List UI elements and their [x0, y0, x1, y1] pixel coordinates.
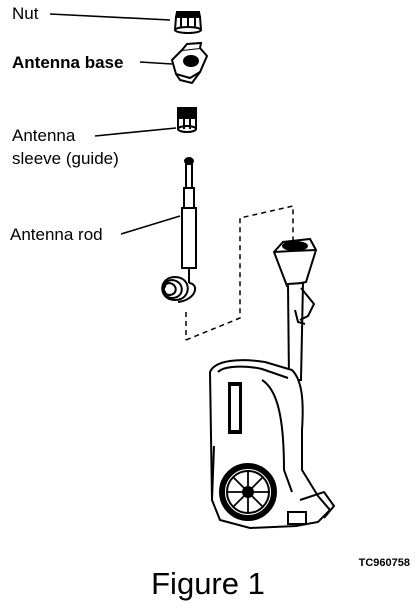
label-antenna-sleeve-line1: Antenna — [12, 126, 76, 145]
leader-antenna-sleeve — [94, 127, 177, 137]
motor-assembly — [208, 237, 336, 530]
leader-lines — [49, 13, 181, 235]
alignment-dashed-line — [185, 205, 294, 341]
leader-antenna-base — [139, 61, 173, 65]
leader-antenna-rod — [120, 215, 181, 235]
antenna-sleeve-part — [177, 107, 197, 133]
leader-nut — [49, 13, 171, 21]
label-antenna-base: Antenna base — [12, 53, 124, 72]
nut-part — [173, 11, 203, 34]
label-antenna-rod: Antenna rod — [10, 225, 103, 244]
antenna-base-part — [170, 41, 209, 85]
label-nut: Nut — [12, 4, 39, 23]
antenna-rod-part — [161, 157, 197, 303]
figure-caption: Figure 1 — [151, 566, 265, 601]
figure-code: TC960758 — [358, 557, 410, 569]
label-antenna-sleeve-line2: sleeve (guide) — [12, 149, 119, 168]
